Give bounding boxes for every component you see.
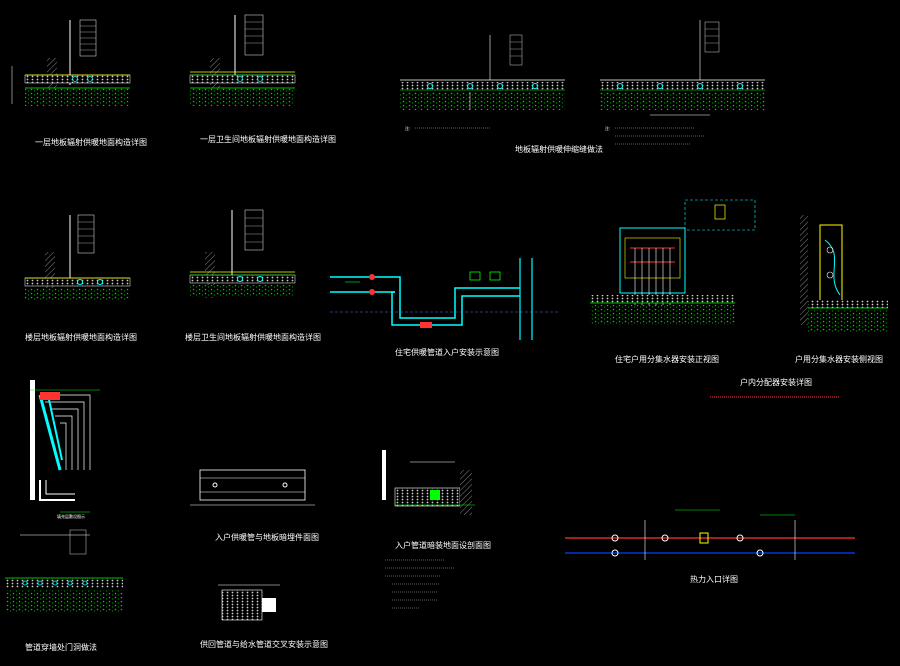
- caption-d11: 入户供暖管与地板暗埋件面图: [215, 532, 319, 542]
- detail-entry-pipe-section: [382, 450, 475, 609]
- caption-d8: 住宅户用分集水器安装正视图: [615, 354, 719, 364]
- caption-d3: 地板辐射供暖伸缩缝做法: [515, 144, 603, 154]
- caption-d12: 入户管道暗装地面设剖面图: [395, 540, 491, 550]
- detail-entry-pipe-plan: [190, 469, 315, 506]
- caption-d2: 一层卫生间地板辐射供暖地面构造详图: [200, 134, 336, 144]
- detail-doorway-pipe: [5, 529, 123, 612]
- detail-bathroom-floor-heating-upper: [189, 209, 296, 298]
- detail-floor-heating-ground-1: [11, 19, 131, 106]
- detail-floor-heating-upper: [24, 214, 131, 300]
- detail-expansion-joint-2: 注:: [600, 20, 765, 145]
- caption-d15: 供回管道与给水管道交叉安装示意图: [200, 639, 328, 649]
- detail-pipe-entry: [330, 258, 560, 340]
- svg-text:注:: 注:: [605, 125, 610, 131]
- caption-d13: 热力入口详图: [690, 574, 738, 584]
- caption-d6: 楼层卫生间地板辐射供暖地面构造详图: [185, 332, 321, 342]
- caption-d5: 楼层地板辐射供暖地面构造详图: [25, 332, 137, 342]
- detail-manifold-front: [590, 199, 756, 325]
- detail-heat-entry: [565, 509, 855, 560]
- caption-d9b: 户内分配器安装详图: [740, 377, 812, 387]
- detail-manifold-side: [800, 215, 888, 332]
- caption-d7: 住宅供暖管道入户安装示意图: [395, 347, 499, 357]
- svg-text:注:: 注:: [405, 125, 410, 131]
- detail-bathroom-floor-heating-1: [189, 14, 296, 106]
- caption-d9: 户用分集水器安装侧视图: [795, 354, 883, 364]
- detail-pipe-crossing: [218, 584, 280, 621]
- detail-expansion-joint: 注:: [400, 34, 565, 131]
- caption-d14: 管道穿墙处门洞做法: [25, 642, 97, 652]
- detail-filling-layer: [30, 380, 100, 513]
- caption-d10: 填充层敷设图示: [57, 513, 85, 519]
- caption-d1: 一层地板辐射供暖地面构造详图: [35, 137, 147, 147]
